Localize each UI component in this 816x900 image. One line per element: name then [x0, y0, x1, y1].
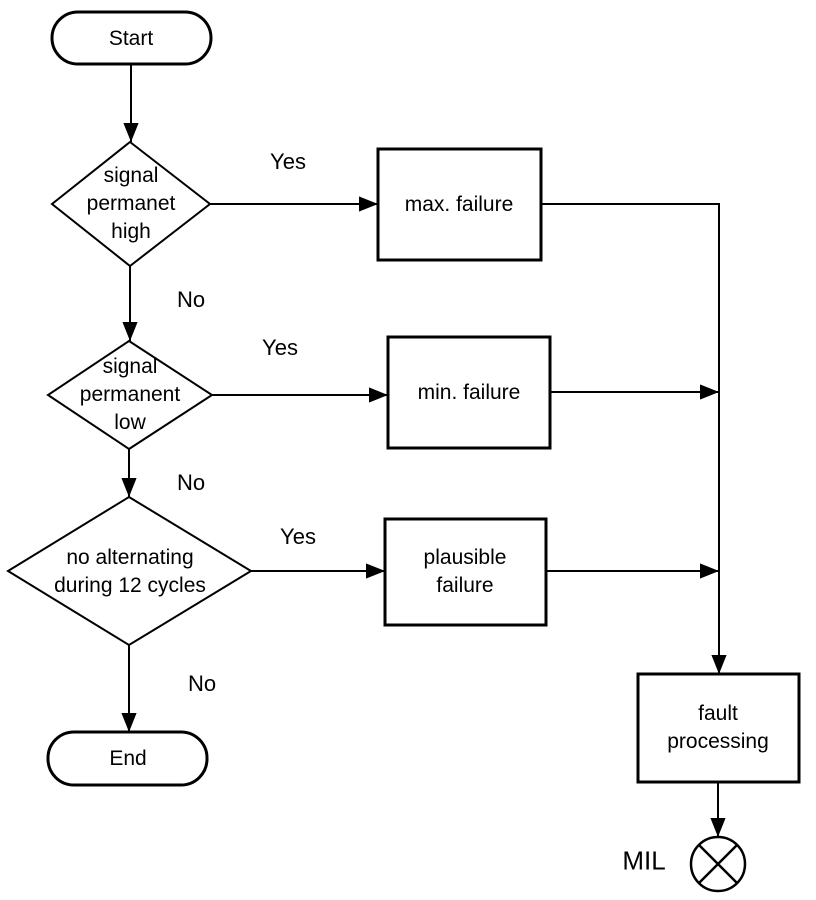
edge-label-decision2-yes: Yes [262, 335, 298, 360]
decision2-diamond-shape [46, 339, 214, 451]
decision2-label: signal permanent low [79, 355, 181, 434]
connector-group [121, 64, 727, 837]
start-label: Start [108, 27, 154, 50]
end-terminator-shape [46, 730, 209, 787]
start-terminator-shape [50, 10, 213, 66]
edge-label-decision1-yes: Yes [270, 149, 306, 174]
decision1-label: signal permanet high [86, 164, 176, 243]
edge-label-decision3-yes: Yes [280, 524, 316, 549]
process4-label: fault processing [667, 702, 769, 753]
process2-rect-shape [386, 335, 552, 450]
end-label: End [109, 747, 147, 770]
decision3-label: no alternating during 12 cycles [54, 546, 206, 597]
edge-label-decision2-no: No [176, 470, 206, 495]
decision3-diamond-shape [6, 495, 253, 647]
process2-label: min. failure [417, 381, 521, 404]
edge-label-decision1-no: No [176, 287, 206, 312]
process3-label: plausible failure [423, 546, 507, 597]
process4-rect-shape [636, 672, 801, 784]
mil-lamp-icon [689, 835, 747, 893]
mil-label: MIL [622, 845, 666, 876]
decision1-diamond-shape [50, 140, 212, 268]
edge-label-decision3-no: No [187, 671, 217, 696]
process3-rect-shape [383, 517, 548, 627]
edge-process1-to-fault-processing [541, 203, 727, 674]
process1-rect-shape [376, 147, 543, 262]
mil-lamp-cross-line-2 [698, 844, 738, 884]
node-shape-group [6, 10, 801, 893]
process1-label: max. failure [404, 193, 514, 216]
